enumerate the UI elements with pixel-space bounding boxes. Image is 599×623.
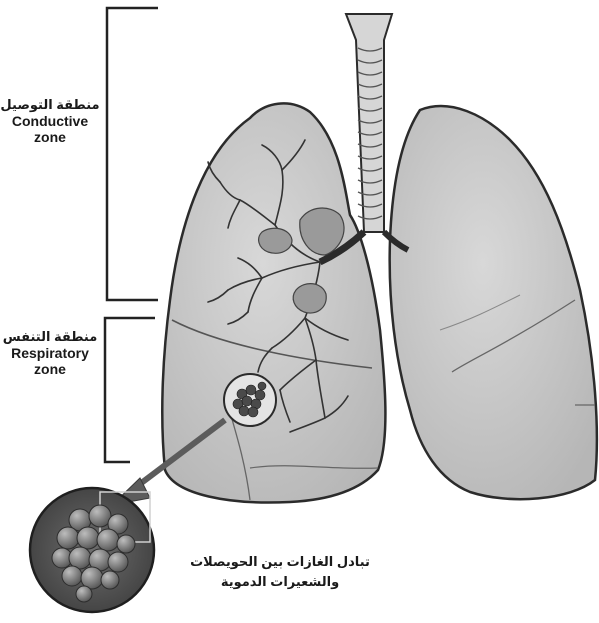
respiratory-zone-bracket: [105, 318, 155, 462]
conductive-zone-arabic: منطقة التوصيل: [0, 98, 100, 113]
respiratory-zone-english-2: zone: [0, 361, 100, 377]
caption-line-2: والشعيرات الدموية: [180, 572, 380, 592]
respiratory-zone-english-1: Respiratory: [0, 345, 100, 361]
caption-line-1: تبادل الغازات بين الحويصلات: [180, 552, 380, 572]
respiratory-zone-arabic: منطقة التنفس: [0, 330, 100, 345]
alveoli-magnified: [30, 488, 154, 612]
right-lung: [390, 106, 597, 499]
respiratory-zone-label: منطقة التنفس Respiratory zone: [0, 330, 100, 377]
conductive-zone-bracket: [107, 8, 158, 300]
gas-exchange-caption: تبادل الغازات بين الحويصلات والشعيرات ال…: [180, 552, 380, 592]
conductive-zone-label: منطقة التوصيل Conductive zone: [0, 98, 100, 145]
conductive-zone-english-1: Conductive: [0, 113, 100, 129]
alveoli-cluster-inset: [224, 374, 276, 426]
conductive-zone-english-2: zone: [0, 129, 100, 145]
